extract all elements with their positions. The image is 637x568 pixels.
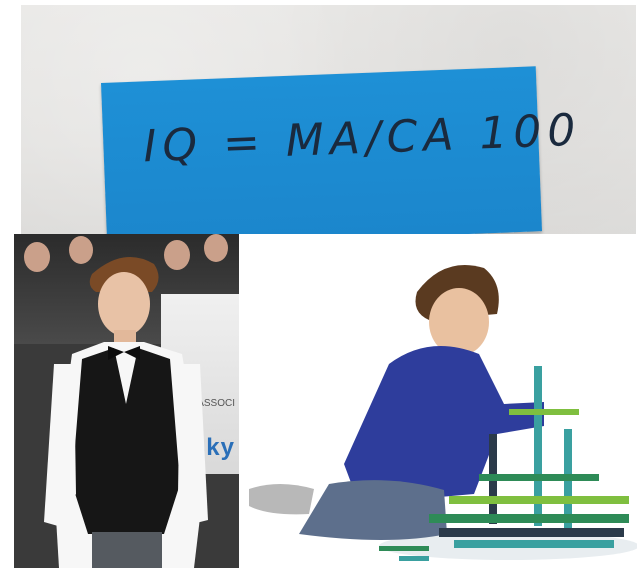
blue-sticky-note: IQ = MA/CA 100 xyxy=(101,66,582,234)
crowd-head xyxy=(164,240,190,270)
crowd-head xyxy=(69,236,93,264)
person-figure xyxy=(44,256,208,568)
sticky-note-photo: IQ = MA/CA 100 xyxy=(21,5,636,234)
red-carpet-photo: ASSOCI sky xyxy=(14,234,239,568)
note-handwriting: IQ = MA/CA 100 xyxy=(142,104,583,173)
child-figure xyxy=(249,265,637,561)
child-building-blocks-photo xyxy=(239,234,637,568)
crowd-head xyxy=(204,234,228,262)
backdrop-small-text: ASSOCI xyxy=(197,398,235,409)
crowd-head xyxy=(24,242,50,272)
